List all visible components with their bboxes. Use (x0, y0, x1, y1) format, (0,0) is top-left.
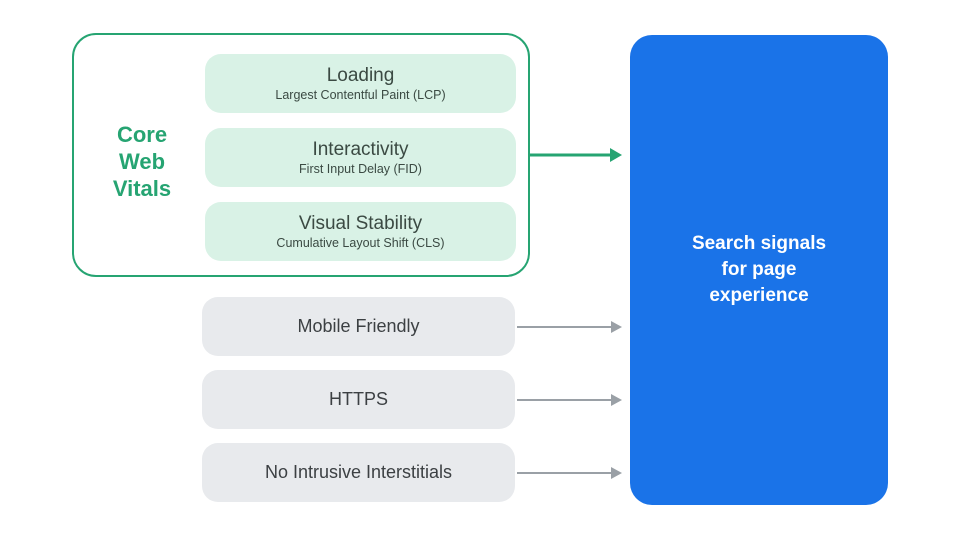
core-web-vitals-label: Core Web Vitals (82, 121, 202, 202)
core-web-vitals-label-line: Vitals (112, 176, 172, 201)
arrow-line (530, 153, 611, 157)
result-label-line: Search signals (691, 233, 827, 254)
core-web-vitals-label-line: Web (118, 149, 166, 174)
vital-card-visual-stability: Visual Stability Cumulative Layout Shift… (205, 202, 516, 261)
signal-label: Mobile Friendly (297, 316, 420, 336)
vital-card-interactivity: Interactivity First Input Delay (FID) (205, 128, 516, 187)
arrow-head-icon (611, 467, 622, 479)
arrow-line (517, 326, 612, 328)
vital-subtitle: First Input Delay (FID) (299, 162, 422, 176)
vital-title: Loading (326, 65, 395, 86)
arrow-no-intrusive-interstitials-to-result (517, 462, 622, 484)
signal-card-mobile-friendly: Mobile Friendly (202, 297, 515, 356)
vital-subtitle: Largest Contentful Paint (LCP) (275, 88, 446, 102)
signal-card-https: HTTPS (202, 370, 515, 429)
vital-card-loading: Loading Largest Contentful Paint (LCP) (205, 54, 516, 113)
arrow-core-web-vitals-to-result (530, 144, 622, 166)
arrow-line (517, 399, 612, 401)
vital-subtitle: Cumulative Layout Shift (CLS) (276, 236, 445, 250)
result-label-line: experience (709, 285, 809, 306)
arrow-mobile-friendly-to-result (517, 316, 622, 338)
signal-label: HTTPS (328, 389, 388, 409)
arrow-head-icon (610, 148, 622, 162)
arrow-https-to-result (517, 389, 622, 411)
vital-title: Interactivity (312, 139, 409, 160)
core-web-vitals-label-line: Core (116, 122, 168, 147)
core-web-vitals-group: Core Web Vitals Loading Largest Contentf… (72, 33, 530, 277)
result-label-line: for page (721, 259, 797, 280)
signal-label: No Intrusive Interstitials (264, 462, 453, 482)
search-signals-result-card: Search signals for page experience (630, 35, 888, 505)
arrow-head-icon (611, 394, 622, 406)
vital-title: Visual Stability (298, 213, 423, 234)
arrow-line (517, 472, 612, 474)
arrow-head-icon (611, 321, 622, 333)
signal-card-no-intrusive-interstitials: No Intrusive Interstitials (202, 443, 515, 502)
